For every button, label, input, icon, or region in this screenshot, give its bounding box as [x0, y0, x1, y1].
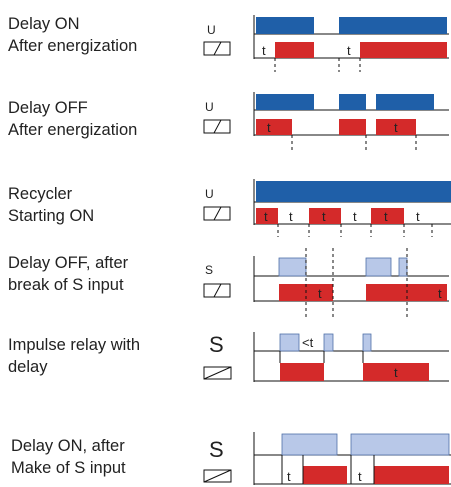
delay-t-label: t	[267, 120, 271, 135]
input-label: S	[205, 263, 213, 277]
input-pulse	[350, 433, 450, 456]
delay-t-label: t	[394, 365, 398, 380]
relay-coil-slash	[203, 469, 232, 483]
delay-t-label: t	[438, 286, 442, 301]
relay-pulse	[256, 119, 292, 135]
relay-coil-icon	[203, 283, 231, 298]
input-pulse	[365, 257, 392, 277]
delay-t-label: t	[318, 286, 322, 301]
input-pulse	[376, 94, 434, 110]
input-pulse	[339, 94, 366, 110]
input-pulse	[279, 333, 300, 352]
row-title-line-1: Impulse relay with	[8, 336, 141, 354]
row-title-delay-on-s: Delay ON, after Make of S input	[11, 435, 126, 479]
input-pulse	[398, 257, 408, 277]
input-pulse	[256, 94, 314, 110]
row-title-line-1: Delay ON	[8, 15, 80, 33]
row-title-line-1: Delay OFF	[8, 99, 88, 117]
delay-t-label: t	[262, 43, 266, 58]
relay-coil-icon	[203, 366, 232, 380]
relay-coil-slash	[213, 41, 222, 56]
input-pulse	[278, 257, 307, 277]
row-title-line-2: delay	[8, 358, 48, 376]
input-pulse	[256, 181, 451, 202]
relay-coil-icon	[203, 206, 231, 221]
row-title-delay-off: Delay OFF After energization	[8, 97, 137, 141]
input-pulse	[256, 17, 314, 34]
relay-pulse	[363, 363, 429, 381]
relay-pulse	[376, 119, 416, 135]
relay-coil-icon	[203, 469, 232, 483]
input-label: U	[205, 187, 214, 201]
input-pulse	[339, 17, 447, 34]
row-title-line-2: After energization	[8, 37, 138, 55]
delay-t-label: t	[358, 469, 362, 484]
row-title-impulse: Impulse relay with delay	[8, 334, 140, 378]
input-pulse	[281, 433, 338, 456]
relay-coil-slash	[213, 119, 222, 134]
input-label: S	[209, 437, 224, 462]
delay-t-label: t	[394, 120, 398, 135]
delay-t-label: t	[347, 43, 351, 58]
input-pulse	[362, 333, 372, 352]
delay-t-label: t	[416, 209, 420, 224]
relay-coil-slash	[213, 283, 222, 298]
relay-pulse	[339, 119, 366, 135]
relay-pulse	[360, 42, 447, 58]
relay-coil-slash	[213, 206, 222, 221]
input-pulse	[323, 333, 334, 352]
input-label: S	[209, 332, 224, 357]
relay-pulse	[371, 208, 404, 224]
relay-pulse	[275, 42, 314, 58]
row-title-delay-off-s: Delay OFF, after break of S input	[8, 252, 128, 296]
row-title-line-1: Delay ON, after	[11, 437, 125, 455]
relay-coil-icon	[203, 119, 231, 134]
row-title-line-1: Recycler	[8, 185, 73, 203]
row-title-line-1: Delay OFF, after	[8, 254, 129, 272]
row-title-line-2: Starting ON	[8, 207, 95, 225]
row-title-delay-on: Delay ON After energization	[8, 13, 137, 57]
relay-pulse	[309, 208, 341, 224]
delay-t-label: t	[264, 209, 268, 224]
row-title-line-2: break of S input	[8, 276, 124, 294]
relay-pulse	[374, 466, 449, 484]
delay-t-label: <t	[302, 335, 314, 350]
row-title-line-2: Make of S input	[11, 459, 126, 477]
delay-t-label: t	[322, 209, 326, 224]
delay-t-label: t	[289, 209, 293, 224]
relay-pulse	[256, 208, 278, 224]
row-title-recycler: Recycler Starting ON	[8, 183, 94, 227]
relay-pulse	[303, 466, 347, 484]
relay-pulse	[280, 363, 324, 381]
relay-coil-icon	[203, 41, 231, 56]
input-label: U	[207, 23, 216, 37]
delay-t-label: t	[353, 209, 357, 224]
row-title-line-2: After energization	[8, 121, 138, 139]
delay-t-label: t	[384, 209, 388, 224]
delay-t-label: t	[287, 469, 291, 484]
relay-coil-slash	[203, 366, 232, 380]
input-label: U	[205, 100, 214, 114]
